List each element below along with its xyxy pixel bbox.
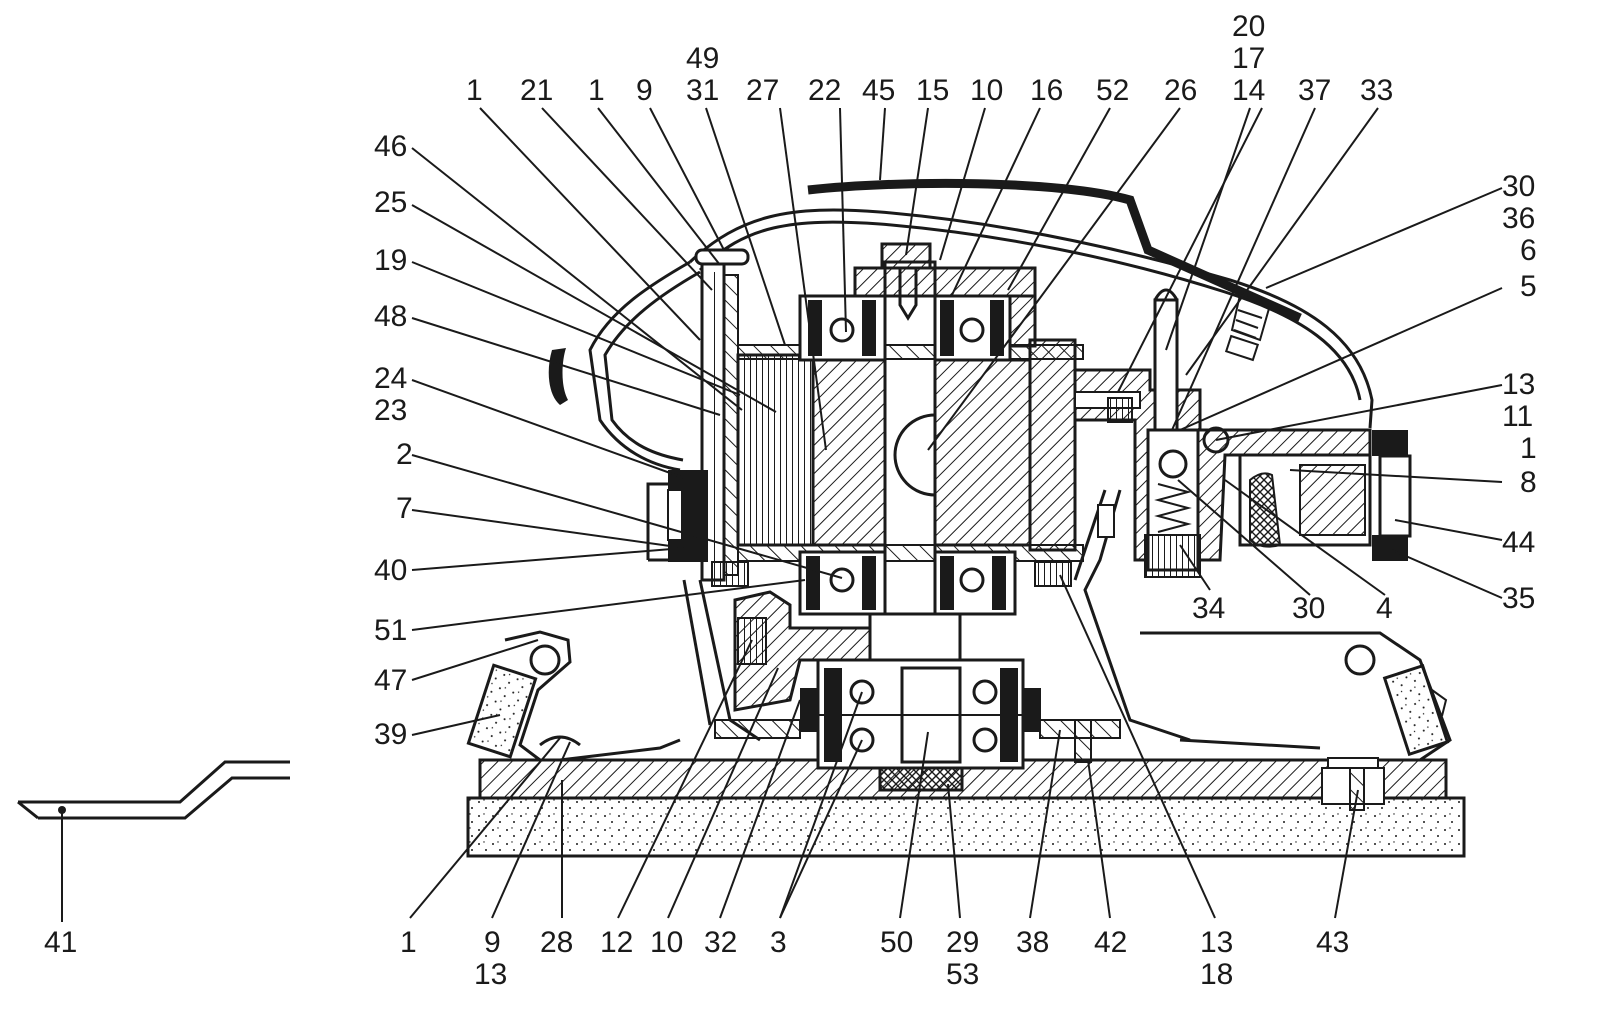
label-13-bottom-b: 13 [1200, 926, 1233, 959]
label-1-top-a: 1 [466, 74, 483, 107]
label-30-right: 30 [1502, 170, 1535, 203]
label-31: 31 [686, 74, 719, 107]
label-27: 27 [746, 74, 779, 107]
label-41: 41 [44, 926, 77, 959]
detail-41-profile [17, 760, 290, 922]
label-48: 48 [374, 300, 407, 333]
label-39: 39 [374, 718, 407, 751]
label-7: 7 [396, 492, 413, 525]
label-3: 3 [770, 926, 787, 959]
switch-mechanism [1073, 288, 1412, 578]
sanding-pad [466, 757, 1466, 858]
label-26: 26 [1164, 74, 1197, 107]
label-38: 38 [1016, 926, 1049, 959]
label-13-right: 13 [1502, 368, 1535, 401]
label-18: 18 [1200, 958, 1233, 991]
label-8: 8 [1520, 466, 1537, 499]
label-28: 28 [540, 926, 573, 959]
label-32: 32 [704, 926, 737, 959]
label-2: 2 [396, 438, 413, 471]
label-49: 49 [686, 42, 719, 75]
label-11: 11 [1502, 400, 1533, 433]
label-29: 29 [946, 926, 979, 959]
left-paper-clamp [466, 630, 681, 762]
label-1-bottom: 1 [400, 926, 417, 959]
callout-labels: 41 1 21 1 9 49 31 27 22 45 15 10 16 52 2… [44, 10, 1537, 991]
label-15: 15 [916, 74, 949, 107]
label-34: 34 [1192, 592, 1225, 625]
label-45: 45 [862, 74, 895, 107]
label-14: 14 [1232, 74, 1265, 107]
label-47: 47 [374, 664, 407, 697]
label-20: 20 [1232, 10, 1265, 43]
label-1-top-b: 1 [588, 74, 605, 107]
label-52: 52 [1096, 74, 1129, 107]
label-9-top: 9 [636, 74, 653, 107]
label-25: 25 [374, 186, 407, 219]
label-4: 4 [1376, 592, 1393, 625]
label-46: 46 [374, 130, 407, 163]
label-43: 43 [1316, 926, 1349, 959]
label-10-top: 10 [970, 74, 1003, 107]
label-5: 5 [1520, 270, 1537, 303]
label-23: 23 [374, 394, 407, 427]
label-10-bottom: 10 [650, 926, 683, 959]
label-50: 50 [880, 926, 913, 959]
label-37: 37 [1298, 74, 1331, 107]
label-51: 51 [374, 614, 407, 647]
label-6: 6 [1520, 234, 1537, 267]
motor-housing [646, 242, 1084, 619]
label-19: 19 [374, 244, 407, 277]
label-40: 40 [374, 554, 407, 587]
leader-lines [409, 107, 1503, 919]
lower-housing [682, 489, 1191, 792]
label-17: 17 [1232, 42, 1265, 75]
label-53: 53 [946, 958, 979, 991]
label-35: 35 [1502, 582, 1535, 615]
label-13-bottom: 13 [474, 958, 507, 991]
right-paper-clamp [1140, 631, 1452, 762]
label-42: 42 [1094, 926, 1127, 959]
label-16: 16 [1030, 74, 1063, 107]
label-22: 22 [808, 74, 841, 107]
housing-shell [548, 178, 1374, 472]
label-12: 12 [600, 926, 633, 959]
label-33: 33 [1360, 74, 1393, 107]
label-36: 36 [1502, 202, 1535, 235]
label-24: 24 [374, 362, 407, 395]
label-9-bottom: 9 [484, 926, 501, 959]
label-21: 21 [520, 74, 553, 107]
label-30-mid: 30 [1292, 592, 1325, 625]
label-44: 44 [1502, 526, 1535, 559]
label-1-right: 1 [1520, 432, 1537, 465]
